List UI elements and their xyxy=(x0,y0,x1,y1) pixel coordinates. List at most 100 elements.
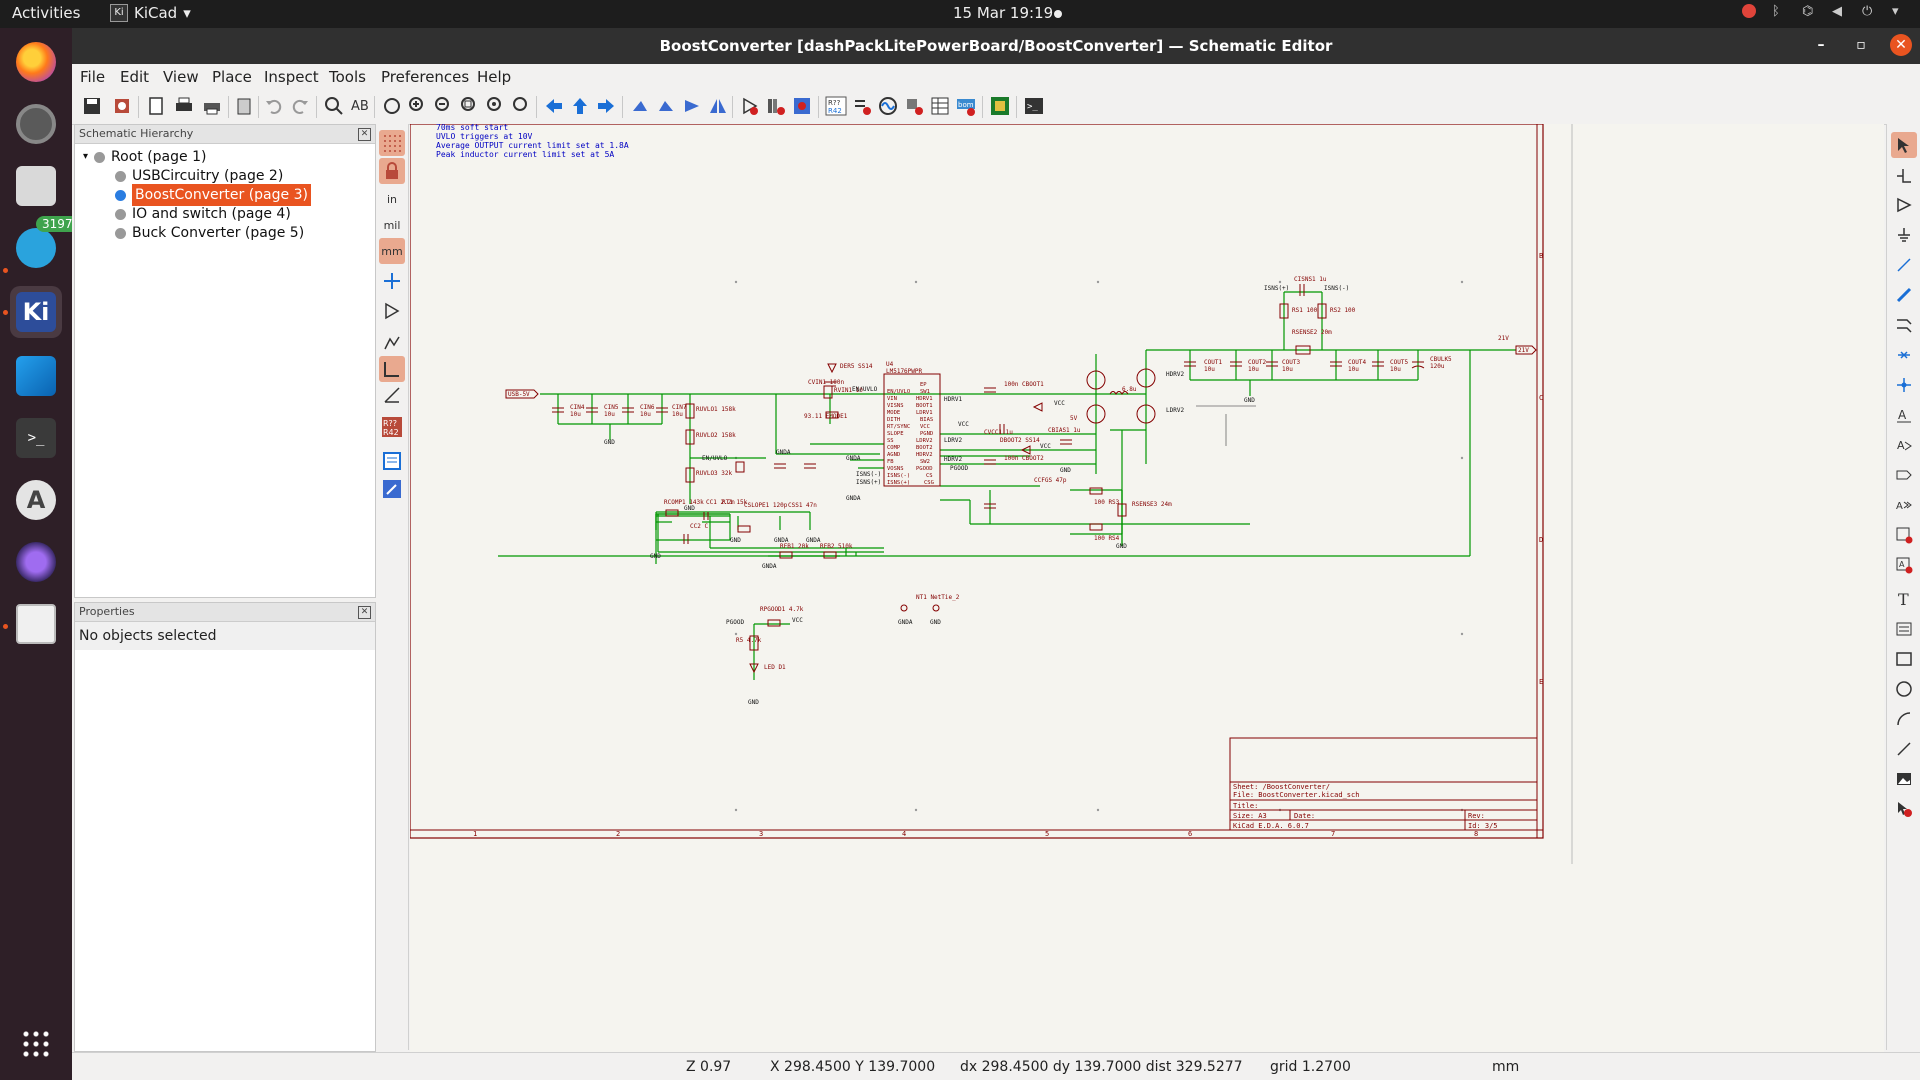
scripting-console-button[interactable]: >_ xyxy=(1022,94,1046,118)
power-icon[interactable]: ⏻ xyxy=(1862,4,1873,19)
tree-item-usbcircuitry[interactable]: USBCircuitry (page 2) xyxy=(115,165,283,187)
navigate-back-button[interactable] xyxy=(542,94,566,118)
menu-place[interactable]: Place xyxy=(212,68,252,86)
line-mode-free-button[interactable] xyxy=(379,356,405,382)
zoom-out-button[interactable] xyxy=(432,94,456,118)
add-sheet-button[interactable] xyxy=(1891,522,1917,548)
rotate-ccw-button[interactable] xyxy=(628,94,652,118)
window-titlebar[interactable]: BoostConverter [dashPackLitePowerBoard/B… xyxy=(72,28,1920,64)
lock-grid-button[interactable] xyxy=(379,158,405,184)
menu-inspect[interactable]: Inspect xyxy=(264,68,319,86)
symbol-library-button[interactable] xyxy=(764,94,788,118)
add-wire-button[interactable] xyxy=(1891,252,1917,278)
add-text-button[interactable]: T xyxy=(1891,586,1917,612)
properties-toggle-button[interactable] xyxy=(379,476,405,502)
add-hier-pin-button[interactable]: A xyxy=(1891,492,1917,518)
volume-icon[interactable]: ◀ xyxy=(1832,4,1842,19)
page-settings-button[interactable] xyxy=(144,94,168,118)
select-tool-button[interactable] xyxy=(1891,132,1917,158)
print-button[interactable] xyxy=(172,94,196,118)
close-icon[interactable]: ✕ xyxy=(358,606,371,619)
plot-button[interactable] xyxy=(200,94,224,118)
tree-item-buck-converter[interactable]: Buck Converter (page 5) xyxy=(115,222,304,244)
menu-tools[interactable]: Tools xyxy=(329,68,366,86)
add-arc-button[interactable] xyxy=(1891,706,1917,732)
menu-view[interactable]: View xyxy=(163,68,199,86)
dock-kicad[interactable]: Ki xyxy=(10,286,62,338)
annotate-panel-button[interactable]: R??R42 xyxy=(379,414,405,440)
simulator-button[interactable] xyxy=(876,94,900,118)
add-global-label-button[interactable]: A xyxy=(1891,432,1917,458)
add-textbox-button[interactable] xyxy=(1891,616,1917,642)
dock-screenshot[interactable] xyxy=(10,536,62,588)
highlight-net-button[interactable] xyxy=(1891,162,1917,188)
delete-tool-button[interactable] xyxy=(1891,796,1917,822)
show-pin-electrical-button[interactable] xyxy=(379,298,405,324)
erc-button[interactable] xyxy=(850,94,874,118)
menu-file[interactable]: File xyxy=(80,68,106,86)
add-symbol-button[interactable] xyxy=(1891,192,1917,218)
find-replace-button[interactable]: AB xyxy=(348,94,372,118)
dock-firefox[interactable] xyxy=(10,36,62,88)
fields-editor-button[interactable] xyxy=(928,94,952,118)
add-image-button[interactable] xyxy=(1891,766,1917,792)
zoom-in-button[interactable] xyxy=(406,94,430,118)
rotate-cw-button[interactable] xyxy=(654,94,678,118)
chevron-down-icon[interactable]: ▾ xyxy=(83,151,89,162)
dock-settings[interactable] xyxy=(10,98,62,150)
dock-terminal[interactable]: >_ xyxy=(10,412,62,464)
maximize-button[interactable]: ▫ xyxy=(1856,37,1866,53)
save-button[interactable] xyxy=(80,94,104,118)
hierarchy-navigator-button[interactable] xyxy=(379,448,405,474)
menu-help[interactable]: Help xyxy=(477,68,512,86)
dock-files[interactable] xyxy=(10,160,62,212)
menu-edit[interactable]: Edit xyxy=(120,68,150,86)
dock-software[interactable]: A xyxy=(10,474,62,526)
units-inches-button[interactable]: in xyxy=(379,186,405,212)
mirror-v-button[interactable] xyxy=(680,94,704,118)
tree-item-io-switch[interactable]: IO and switch (page 4) xyxy=(115,203,291,225)
network-icon[interactable]: ⌬ xyxy=(1802,4,1814,19)
add-junction-button[interactable] xyxy=(1891,372,1917,398)
annotate-button[interactable]: R??R42 xyxy=(824,94,848,118)
navigate-forward-button[interactable] xyxy=(594,94,618,118)
units-mils-button[interactable]: mil xyxy=(379,212,405,238)
undo-button[interactable] xyxy=(262,94,286,118)
clock[interactable]: 15 Mar 19:19 xyxy=(953,4,1054,22)
add-bus-entry-button[interactable] xyxy=(1891,312,1917,338)
refresh-button[interactable] xyxy=(380,94,404,118)
schematic-canvas[interactable]: 1 2 3 4 5 6 7 8 B C D E xyxy=(410,124,1884,1052)
show-hidden-pins-button[interactable] xyxy=(379,330,405,356)
bluetooth-icon[interactable]: ᛒ xyxy=(1772,4,1780,19)
cursor-style-button[interactable] xyxy=(379,268,405,294)
add-rectangle-button[interactable] xyxy=(1891,646,1917,672)
add-line-button[interactable] xyxy=(1891,736,1917,762)
tree-item-boostconverter[interactable]: BoostConverter (page 3) xyxy=(115,184,311,206)
tree-item-root[interactable]: ▾ Root (page 1) xyxy=(83,146,206,168)
minimize-button[interactable]: – xyxy=(1817,37,1825,53)
zoom-fit-button[interactable] xyxy=(458,94,482,118)
paste-button[interactable] xyxy=(232,94,256,118)
line-mode-45-button[interactable] xyxy=(379,382,405,408)
zoom-objects-button[interactable] xyxy=(484,94,508,118)
menu-preferences[interactable]: Preferences xyxy=(381,68,470,86)
app-menu[interactable]: Ki KiCad ▾ xyxy=(110,4,191,22)
show-grid-button[interactable] xyxy=(379,130,405,156)
open-pcb-button[interactable] xyxy=(988,94,1012,118)
add-hier-label-button[interactable] xyxy=(1891,462,1917,488)
update-pcb-button[interactable] xyxy=(790,94,814,118)
chevron-down-icon[interactable]: ▾ xyxy=(1892,4,1899,19)
mirror-h-button[interactable] xyxy=(706,94,730,118)
add-label-button[interactable]: A xyxy=(1891,402,1917,428)
show-apps-button[interactable] xyxy=(10,1018,62,1070)
navigate-up-button[interactable] xyxy=(568,94,592,118)
import-sheet-pin-button[interactable]: A xyxy=(1891,552,1917,578)
find-button[interactable] xyxy=(322,94,346,118)
close-icon[interactable]: ✕ xyxy=(358,128,371,141)
units-mm-button[interactable]: mm xyxy=(379,238,405,264)
zoom-selection-button[interactable] xyxy=(510,94,534,118)
chrome-indicator-icon[interactable] xyxy=(1742,4,1756,18)
schematic-setup-button[interactable] xyxy=(110,94,134,118)
assign-footprints-button[interactable] xyxy=(902,94,926,118)
dock-vscode[interactable] xyxy=(10,350,62,402)
